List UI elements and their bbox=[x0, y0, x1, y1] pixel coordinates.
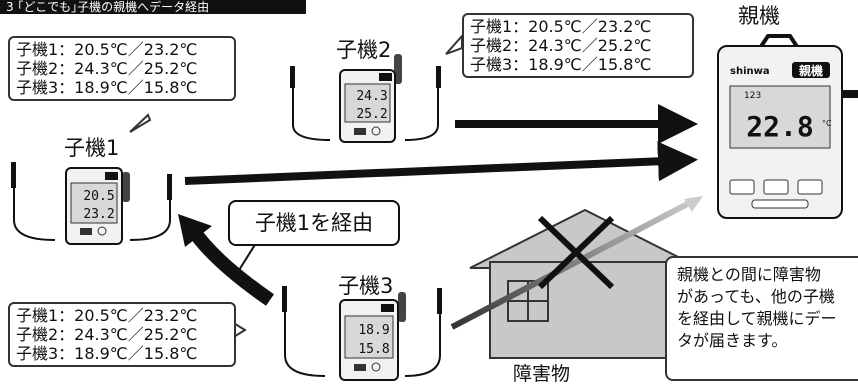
svg-text:123: 123 bbox=[744, 91, 761, 101]
slave1-device: 20.5 23.2 bbox=[11, 162, 172, 245]
bubble-line: 子機3：18.9℃／15.8℃ bbox=[470, 55, 652, 74]
obstacle-note: 親機との間に障害物 があっても、他の子機 を経由して親機にデー タが届きます。 bbox=[665, 256, 858, 381]
bubble-line: 子機2：24.3℃／25.2℃ bbox=[470, 36, 652, 55]
bubble-line: 子機2：24.3℃／25.2℃ bbox=[16, 59, 198, 78]
svg-text:20.5: 20.5 bbox=[83, 189, 114, 204]
arrow-slave3-slave1 bbox=[187, 225, 274, 306]
slave2-label: 子機2 bbox=[336, 38, 392, 62]
obstacle-label: 障害物 bbox=[513, 363, 571, 385]
svg-text:24.3: 24.3 bbox=[356, 89, 387, 104]
note-line: タが届きます。 bbox=[677, 331, 788, 350]
bubble-line: 子機1：20.5℃／23.2℃ bbox=[16, 40, 198, 59]
bubble-slave2: 子機1：20.5℃／23.2℃ 子機2：24.3℃／25.2℃ 子機3：18.9… bbox=[462, 13, 694, 78]
svg-text:°C: °C bbox=[822, 119, 832, 128]
bubble-line: 子機3：18.9℃／15.8℃ bbox=[16, 344, 198, 363]
svg-text:shinwa: shinwa bbox=[730, 66, 770, 77]
bubble-slave3: 子機1：20.5℃／23.2℃ 子機2：24.3℃／25.2℃ 子機3：18.9… bbox=[8, 302, 236, 367]
slave2-device: 24.3 25.2 bbox=[290, 54, 441, 143]
svg-text:18.9: 18.9 bbox=[358, 323, 389, 338]
bubble-line: 子機3：18.9℃／15.8℃ bbox=[16, 78, 198, 97]
svg-text:23.2: 23.2 bbox=[83, 207, 114, 222]
section-header: 3 ｢どこでも｣子機の親機へデータ経由 bbox=[0, 0, 306, 14]
slave1-label: 子機1 bbox=[64, 136, 120, 160]
bubble-slave1: 子機1：20.5℃／23.2℃ 子機2：24.3℃／25.2℃ 子機3：18.9… bbox=[8, 36, 236, 101]
slave3-device: 18.9 15.8 bbox=[282, 286, 442, 381]
note-line: 親機との間に障害物 bbox=[677, 265, 821, 284]
master-device: shinwa 親機 123 22.8 °C bbox=[717, 34, 858, 219]
slave3-label: 子機3 bbox=[338, 274, 394, 298]
svg-text:15.8: 15.8 bbox=[358, 342, 389, 357]
note-line: を経由して親機にデー bbox=[677, 309, 837, 328]
arrow-slave1-master bbox=[184, 141, 698, 185]
arrow-slave3-blocked bbox=[450, 197, 697, 330]
master-label: 親機 bbox=[738, 4, 780, 28]
blocked-x bbox=[537, 215, 615, 290]
svg-text:親機: 親機 bbox=[799, 63, 823, 78]
note-line: があっても、他の子機 bbox=[677, 287, 835, 306]
bubble-line: 子機1：20.5℃／23.2℃ bbox=[470, 17, 652, 36]
bubble-line: 子機2：24.3℃／25.2℃ bbox=[16, 325, 198, 344]
svg-text:22.8: 22.8 bbox=[746, 110, 813, 143]
svg-text:25.2: 25.2 bbox=[356, 107, 387, 122]
route-label: 子機1を経由 bbox=[228, 200, 400, 246]
bubble-line: 子機1：20.5℃／23.2℃ bbox=[16, 306, 198, 325]
